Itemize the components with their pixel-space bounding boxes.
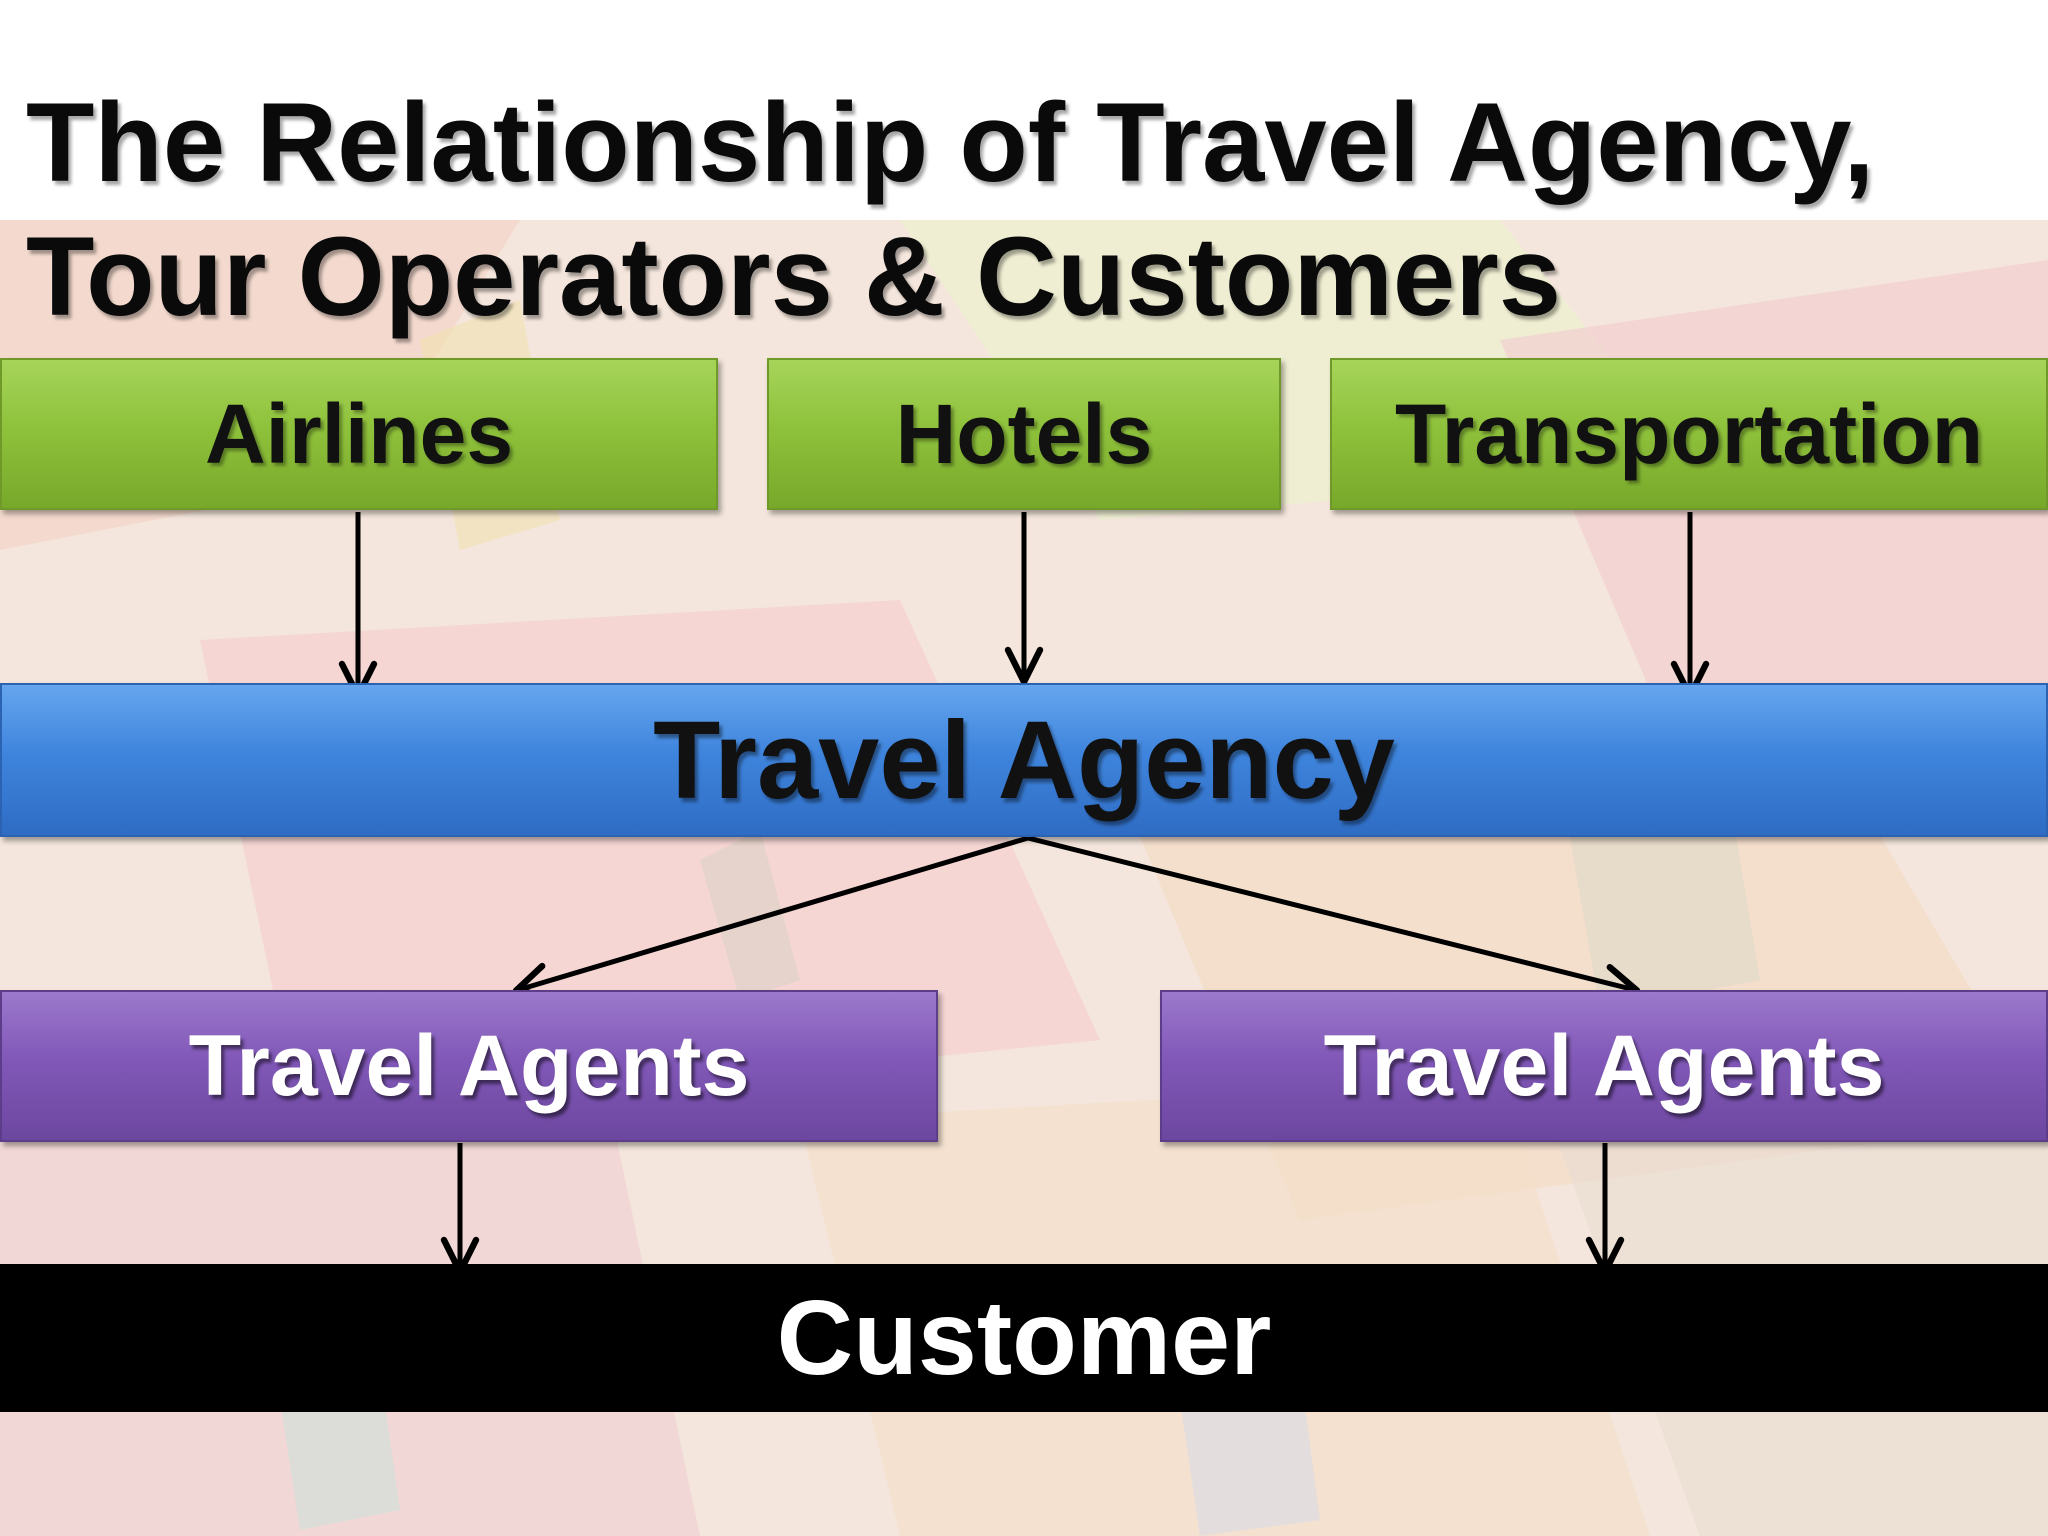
arrow-agency-to-agents-left — [512, 835, 1029, 1000]
slide-title-line-1: The Relationship of Travel Agency, — [26, 80, 1875, 205]
node-transportation: Transportation — [1330, 358, 2048, 510]
node-hotels-label: Hotels — [895, 386, 1153, 481]
slide-title-line-2: Tour Operators & Customers — [26, 214, 1562, 339]
slide-title: The Relationship of Travel Agency, Tour … — [26, 76, 2016, 344]
node-travel-agents-right-label: Travel Agents — [1323, 1017, 1885, 1114]
node-travel-agency-label: Travel Agency — [653, 698, 1395, 822]
node-customer-label: Customer — [776, 1278, 1272, 1397]
node-airlines-label: Airlines — [204, 386, 514, 481]
node-travel-agents-right: Travel Agents — [1160, 990, 2048, 1142]
node-hotels: Hotels — [767, 358, 1281, 510]
node-travel-agents-left: Travel Agents — [0, 990, 938, 1142]
node-customer: Customer — [0, 1264, 2048, 1412]
node-travel-agents-left-label: Travel Agents — [188, 1017, 750, 1114]
node-transportation-label: Transportation — [1394, 386, 1984, 481]
arrow-agency-to-agents-right — [1027, 835, 1641, 1002]
node-airlines: Airlines — [0, 358, 718, 510]
node-travel-agency: Travel Agency — [0, 683, 2048, 837]
